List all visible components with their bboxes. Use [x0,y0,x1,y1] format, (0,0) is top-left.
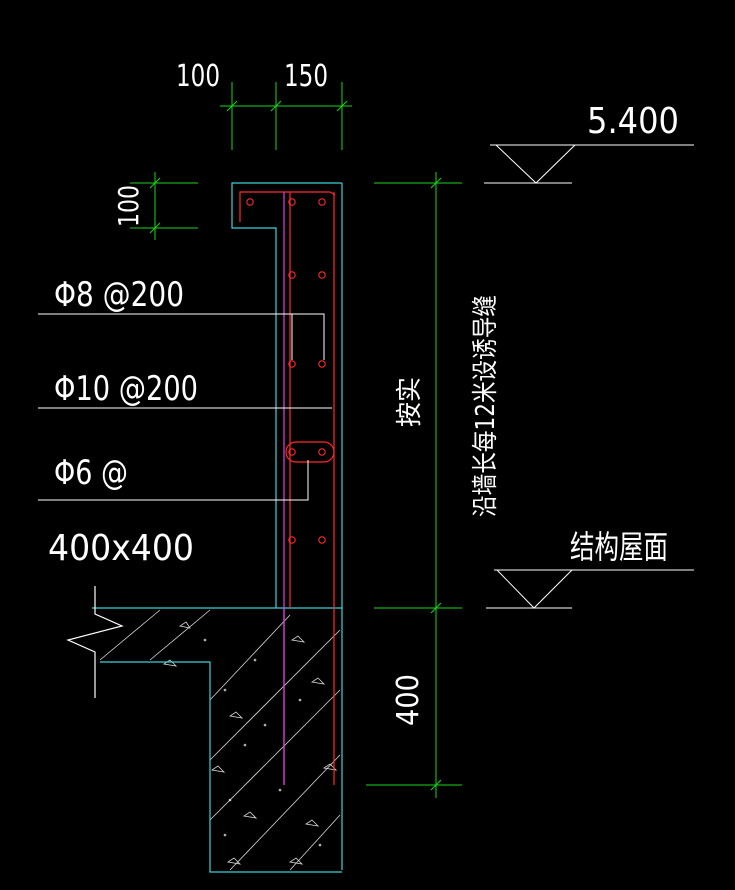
leader-phi6 [38,460,309,501]
dimension-lines [130,82,462,798]
dim-beam-depth-label: 400 [391,674,426,726]
concrete-outline [92,182,343,873]
beam-outline [100,661,342,873]
note-line-1: 按实 [395,377,425,427]
parapet-outline [231,182,342,608]
dim-top-right-label: 150 [284,59,328,94]
inner-bar [239,191,336,222]
elevation-top-label: 5.400 [587,101,679,142]
elevation-marker-roof [486,569,694,609]
note-line-2: 沿墙长每12米设诱导缝 [471,295,501,517]
rebar-label-phi10: Φ10 @200 [54,369,198,409]
elevation-marker-top [484,144,694,184]
elevation-roof-label: 结构屋面 [570,528,668,566]
rebar-label-phi6: Φ6 @ [54,453,128,493]
leader-lines [38,313,332,501]
dim-cap-height-label: 100 [112,185,145,227]
dim-top-left-label: 100 [176,59,220,94]
concrete-hatch [99,609,341,871]
rebar-dots [246,198,326,544]
leader-phi8 [38,313,325,360]
break-symbol [66,586,124,698]
rebar-lines [239,191,336,785]
stirrup-hoop [285,441,335,463]
beam-size-label: 400x400 [48,528,194,569]
rebar-label-phi8: Φ8 @200 [54,275,184,315]
